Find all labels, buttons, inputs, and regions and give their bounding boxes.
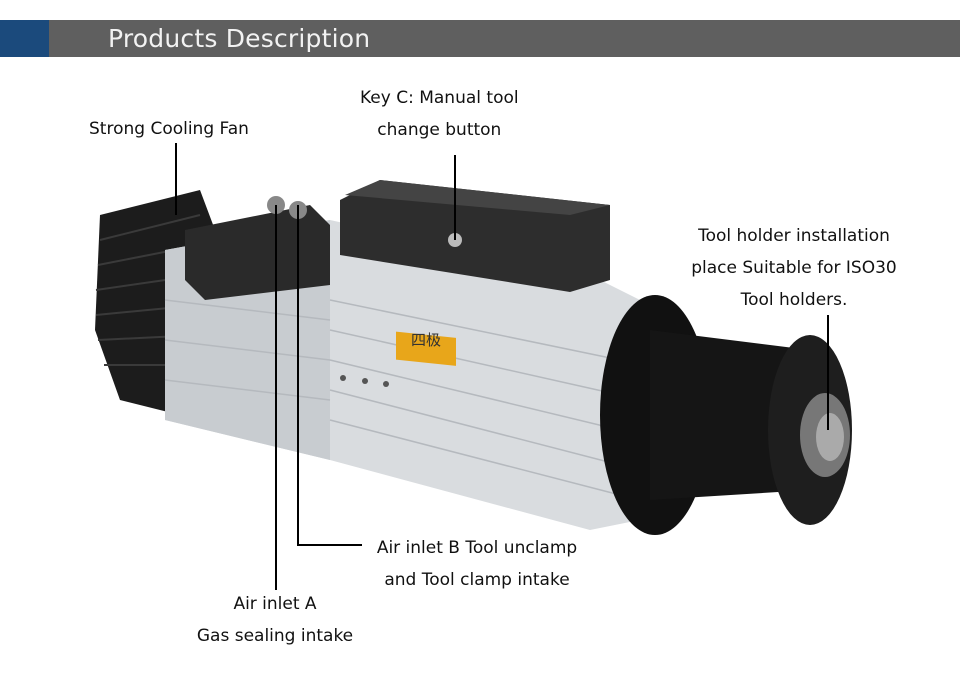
callout-text: Tool holder installation: [698, 226, 890, 246]
callout-text: Air inlet B Tool unclamp: [376, 538, 578, 558]
callout-cooling-fan: Strong Cooling Fan: [89, 113, 249, 145]
callout-tool-holder: Tool holder installation place Suitable …: [684, 220, 904, 316]
tool-holder: [600, 295, 852, 535]
callout-key-c: Key C: Manual tool change button: [360, 82, 519, 146]
callout-text: Tool holders.: [740, 290, 848, 310]
callout-leader-lines: [175, 143, 829, 590]
callout-text: Strong Cooling Fan: [89, 119, 249, 139]
callout-air-inlet-b: Air inlet B Tool unclamp and Tool clamp …: [370, 532, 584, 596]
product-badge-text: 四极: [411, 331, 441, 349]
callout-text: change button: [377, 120, 502, 140]
control-box: [340, 180, 610, 292]
callout-text: Air inlet A: [233, 594, 317, 614]
callout-text: and Tool clamp intake: [384, 570, 570, 590]
callout-text: Key C: Manual tool: [360, 88, 519, 108]
header-accent-block: [0, 20, 49, 57]
callout-text: Gas sealing intake: [196, 626, 354, 646]
callout-text: place Suitable for ISO30: [691, 258, 897, 278]
header-title: Products Description: [108, 24, 371, 53]
section-header: Products Description: [0, 20, 960, 57]
spindle-body: 四极: [164, 205, 640, 530]
callout-air-inlet-a: Air inlet A Gas sealing intake: [188, 588, 362, 652]
